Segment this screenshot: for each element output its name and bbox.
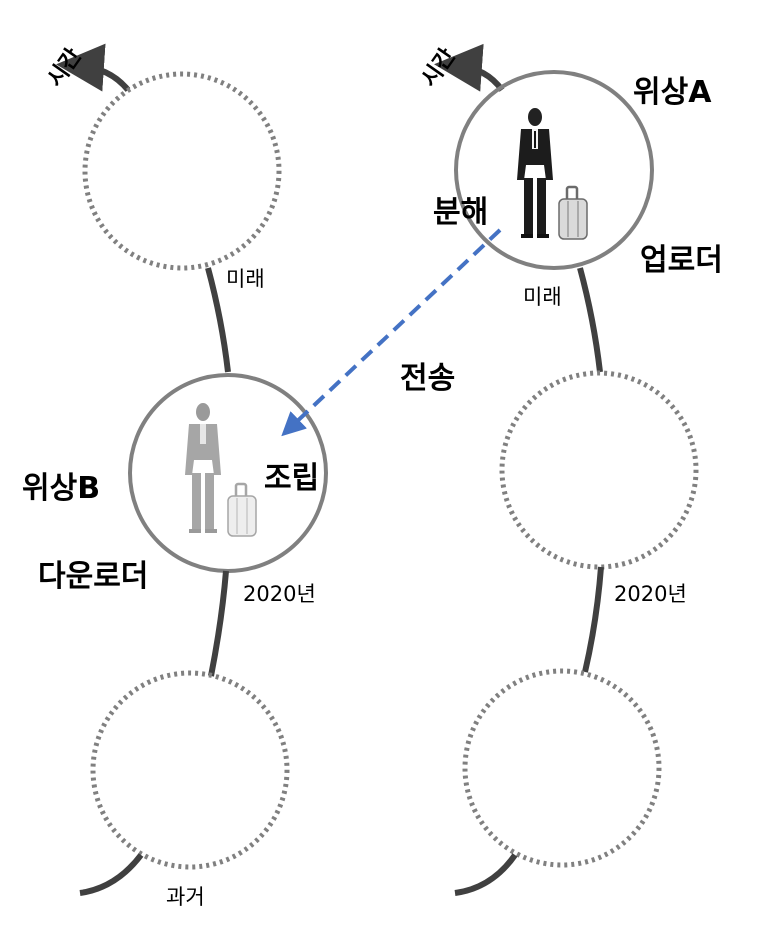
left-present-circle xyxy=(128,373,328,573)
left-future-label: 미래 xyxy=(226,267,265,291)
right-timeline-tail xyxy=(454,853,518,896)
left-timeline-segment-2 xyxy=(208,570,229,677)
right-future-circle xyxy=(454,70,654,270)
right-year-label: 2020년 xyxy=(614,582,687,606)
right-timeline-top-arrow xyxy=(434,43,505,92)
right-future-label: 미래 xyxy=(523,285,562,309)
right-timeline-segment-2 xyxy=(582,566,604,673)
downloader-label: 다운로더 xyxy=(38,559,149,594)
assemble-label: 조립 xyxy=(264,461,320,496)
right-past-circle xyxy=(462,668,662,868)
traveler-figure-left xyxy=(185,403,221,533)
uploader-label: 업로더 xyxy=(640,243,723,278)
disassemble-label: 분해 xyxy=(433,195,489,230)
suitcase-left xyxy=(227,482,257,537)
left-phase-label: 위상B xyxy=(22,471,101,506)
left-timeline-tail xyxy=(79,853,144,896)
right-timeline-segment-1 xyxy=(577,267,603,373)
traveler-figure-right xyxy=(517,108,553,238)
right-phase-label: 위상A xyxy=(633,75,712,110)
left-timeline-top-arrow xyxy=(56,43,131,92)
left-timeline-segment-1 xyxy=(205,267,231,373)
left-past-circle xyxy=(90,670,290,870)
transfer-arrow xyxy=(281,228,502,437)
transfer-label: 전송 xyxy=(400,361,456,396)
right-present-circle xyxy=(499,370,699,570)
suitcase-right xyxy=(558,185,588,240)
left-year-label: 2020년 xyxy=(243,582,316,606)
past-label: 과거 xyxy=(166,885,205,909)
left-future-circle xyxy=(82,71,282,271)
